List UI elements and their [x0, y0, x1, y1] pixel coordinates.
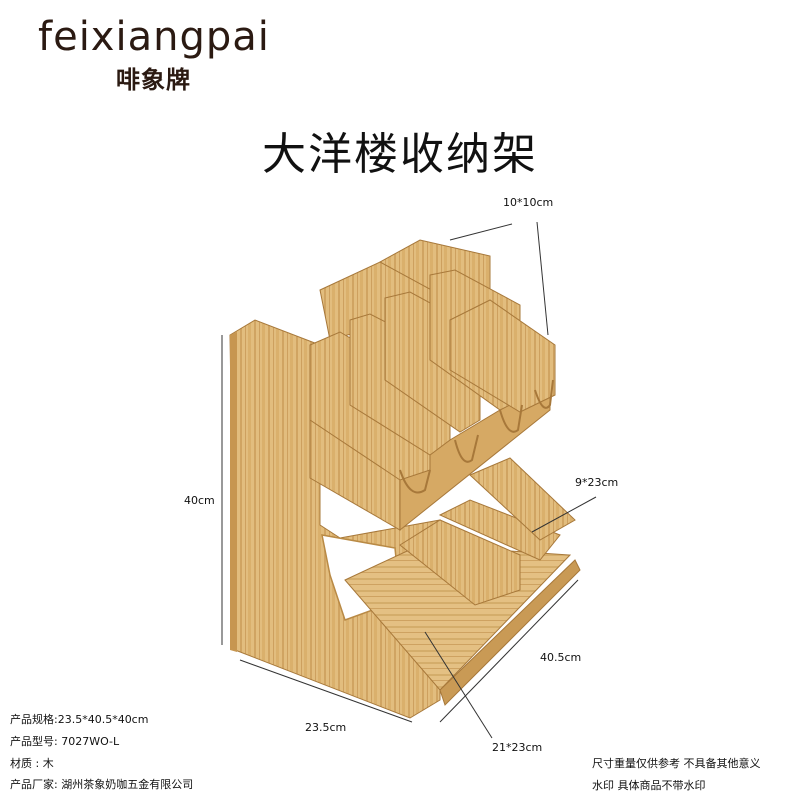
- bottom-divider-2: [438, 499, 561, 561]
- dim-top-cup: 10*10cm: [503, 196, 554, 209]
- dim-width: 23.5cm: [305, 721, 347, 734]
- dim-upper-slot: 9*23cm: [575, 476, 619, 489]
- front-lip-4: [534, 379, 554, 409]
- spec-maker: 产品厂家: 湖州茶象奶咖五金有限公司: [10, 778, 194, 791]
- dim-line-upper-slot: [531, 496, 597, 533]
- bottom-front-rim: [439, 559, 581, 706]
- front-lip-1: [399, 469, 431, 494]
- front-lip-3: [499, 404, 523, 433]
- product-title: 大洋楼收纳架: [262, 129, 538, 180]
- top-right-bin: [449, 299, 556, 413]
- brand-logo-latin: feixiangpai: [38, 14, 270, 60]
- bottom-divider-1: [399, 519, 521, 606]
- spec-model: 产品型号: 7027WO-L: [10, 735, 120, 748]
- dim-line-bottom-slot: [424, 631, 493, 739]
- dimension-lines: [221, 221, 597, 739]
- disclaimer-line-1: 尺寸重量仅供参考 不具备其他意义: [592, 757, 761, 770]
- dim-bottom-slot: 21*23cm: [492, 741, 543, 754]
- dim-line-topright: [536, 221, 549, 336]
- brand-logo-chinese: 啡象牌: [116, 66, 191, 94]
- side-panel-edge: [230, 332, 237, 652]
- dim-line-depth: [439, 579, 579, 723]
- spec-size: 产品规格:23.5*40.5*40cm: [10, 713, 149, 726]
- disclaimer-line-2: 水印 具体商品不带水印: [592, 779, 706, 792]
- spec-material: 材质 : 木: [10, 757, 54, 770]
- dim-line-width: [239, 659, 413, 723]
- front-lip-2: [454, 434, 479, 463]
- dim-height: 40cm: [184, 494, 215, 507]
- dim-depth: 40.5cm: [540, 651, 582, 664]
- bottom-upper-slot: [469, 457, 576, 541]
- dim-line-top: [449, 223, 513, 241]
